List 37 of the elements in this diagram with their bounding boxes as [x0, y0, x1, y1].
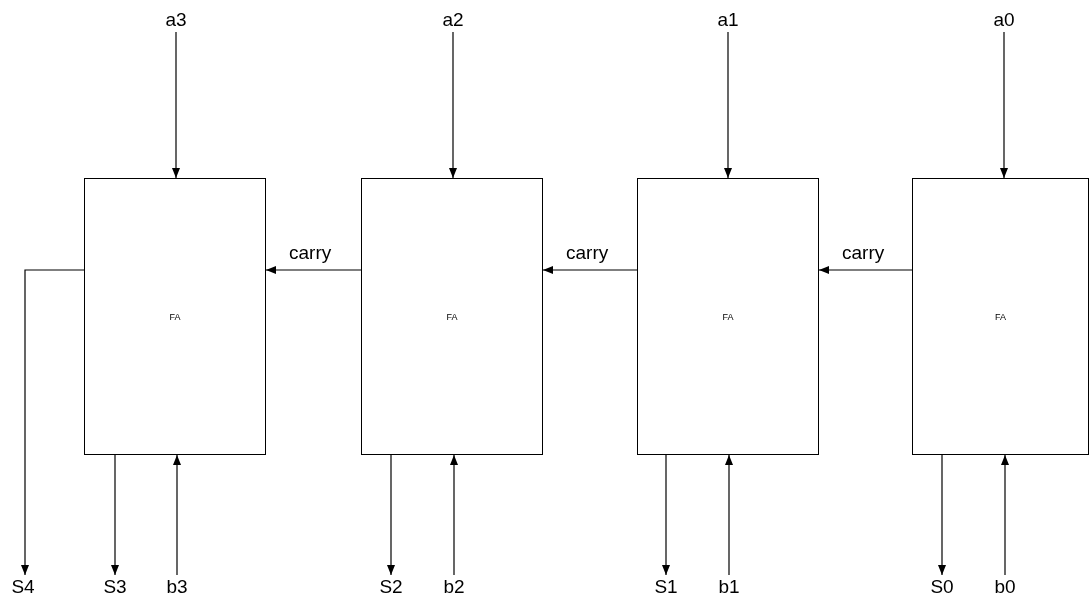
signal-label: S1: [652, 575, 680, 599]
full-adder-block: [84, 178, 266, 455]
full-adder-block: [637, 178, 819, 455]
arrow: [1001, 454, 1009, 576]
signal-label: b3: [163, 575, 191, 599]
arrow: [725, 454, 733, 576]
arrow: [662, 454, 670, 576]
signal-label: b2: [440, 575, 468, 599]
signal-label: S3: [101, 575, 129, 599]
block-label: FA: [169, 311, 181, 322]
signal-label: b0: [991, 575, 1019, 599]
block-label: FA: [995, 311, 1006, 322]
arrow: [111, 454, 119, 576]
arrow: [938, 454, 946, 576]
full-adder-block: [361, 178, 543, 455]
arrow: [818, 266, 913, 274]
signal-label: a1: [714, 8, 742, 32]
arrow: [21, 269, 85, 576]
arrow: [449, 31, 457, 179]
arrow: [1000, 31, 1008, 179]
full-adder-block: [912, 178, 1089, 455]
signal-label: S4: [9, 575, 37, 599]
arrow: [172, 31, 180, 179]
signal-label: b1: [715, 575, 743, 599]
arrow: [265, 266, 362, 274]
arrow: [387, 454, 395, 576]
arrow: [542, 266, 638, 274]
signal-label: a2: [439, 8, 467, 32]
block-label: FA: [722, 311, 734, 322]
arrow: [450, 454, 458, 576]
signal-label: S0: [928, 575, 956, 599]
signal-label: S2: [377, 575, 405, 599]
block-label: FA: [446, 311, 458, 322]
arrow: [173, 454, 181, 576]
signal-label: a3: [162, 8, 190, 32]
signal-label: a0: [990, 8, 1018, 32]
arrow: [724, 31, 732, 179]
